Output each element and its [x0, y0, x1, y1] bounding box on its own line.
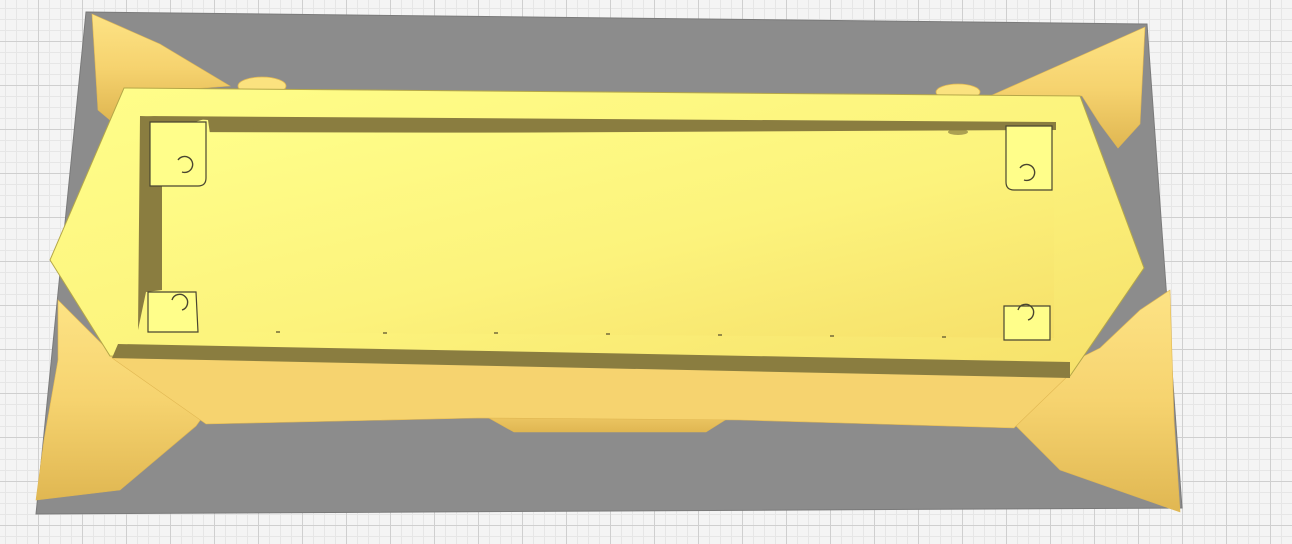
tab-bottom-right	[1003, 305, 1051, 341]
bottom-edge-marks	[276, 331, 946, 338]
tab-bottom-left	[147, 291, 199, 333]
cavity-wall-top	[146, 116, 1056, 134]
tab-top-right	[1005, 125, 1053, 191]
leg-top-right	[989, 26, 1146, 149]
corner-tabs	[147, 121, 1053, 341]
hole-bottom-right	[1017, 303, 1035, 321]
cavity-wall-bottom	[112, 344, 1070, 378]
top-edge-hole-left	[252, 125, 272, 131]
hole-top-right	[1019, 163, 1036, 182]
tab-top-left	[149, 121, 207, 187]
hole-top-left	[177, 155, 194, 174]
screw-holes	[171, 155, 1036, 321]
cavity-floor	[162, 132, 1054, 338]
hole-bottom-left	[171, 293, 189, 311]
top-edge-hole-right	[948, 129, 968, 135]
